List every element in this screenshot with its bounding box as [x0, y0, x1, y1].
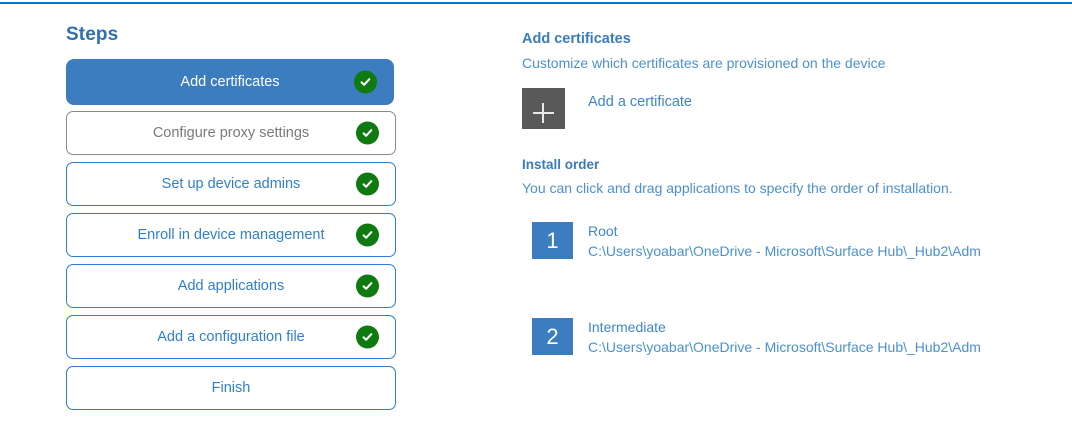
step-add-a-configuration-file[interactable]: Add a configuration file: [66, 315, 396, 359]
top-accent-rule: [0, 2, 1072, 4]
check-icon: [356, 274, 379, 298]
step-label: Add certificates: [180, 74, 280, 90]
check-icon: [356, 172, 379, 196]
detail-subtitle: Customize which certificates are provisi…: [522, 55, 886, 71]
step-enroll-in-device-management[interactable]: Enroll in device management: [66, 213, 396, 257]
order-item-name: Root: [588, 223, 618, 239]
step-label: Enroll in device management: [137, 227, 325, 243]
order-item-path: C:\Users\yoabar\OneDrive - Microsoft\Sur…: [588, 243, 981, 259]
step-label: Finish: [211, 380, 251, 396]
check-icon: [356, 223, 379, 247]
order-number-badge: 1: [532, 222, 573, 259]
list-item[interactable]: 1 Root C:\Users\yoabar\OneDrive - Micros…: [522, 222, 1072, 261]
step-label: Set up device admins: [161, 176, 301, 192]
plus-icon[interactable]: [522, 88, 565, 129]
plus-vertical-bar: [542, 103, 544, 123]
step-configure-proxy-settings[interactable]: Configure proxy settings: [66, 111, 396, 155]
check-icon: [356, 121, 379, 145]
check-icon: [354, 70, 377, 94]
install-order-subtitle: You can click and drag applications to s…: [522, 180, 953, 196]
order-item-texts: Root C:\Users\yoabar\OneDrive - Microsof…: [588, 222, 981, 261]
order-item-path: C:\Users\yoabar\OneDrive - Microsoft\Sur…: [588, 339, 981, 355]
install-order-section: Install order You can click and drag app…: [522, 156, 1072, 357]
step-label: Add a configuration file: [157, 329, 305, 345]
step-set-up-device-admins[interactable]: Set up device admins: [66, 162, 396, 206]
step-add-applications[interactable]: Add applications: [66, 264, 396, 308]
step-finish[interactable]: Finish: [66, 366, 396, 410]
check-icon: [356, 325, 379, 349]
add-certificate-button[interactable]: Add a certificate: [588, 94, 692, 110]
steps-title: Steps: [66, 24, 119, 45]
order-number-badge: 2: [532, 318, 573, 355]
add-certificate-row: Add a certificate: [522, 88, 1072, 129]
install-order-heading: Install order: [522, 157, 600, 172]
detail-heading: Add certificates: [522, 31, 631, 47]
steps-pane: Steps Add certificates Configure proxy s…: [66, 24, 406, 417]
step-add-certificates[interactable]: Add certificates: [66, 59, 394, 105]
step-label: Add applications: [177, 278, 285, 294]
order-item-texts: Intermediate C:\Users\yoabar\OneDrive - …: [588, 318, 981, 357]
step-label: Configure proxy settings: [152, 125, 310, 141]
detail-pane: Add certificates Customize which certifi…: [522, 30, 1072, 443]
list-item[interactable]: 2 Intermediate C:\Users\yoabar\OneDrive …: [522, 318, 1072, 357]
install-order-list: 1 Root C:\Users\yoabar\OneDrive - Micros…: [522, 222, 1072, 357]
order-item-name: Intermediate: [588, 319, 666, 335]
